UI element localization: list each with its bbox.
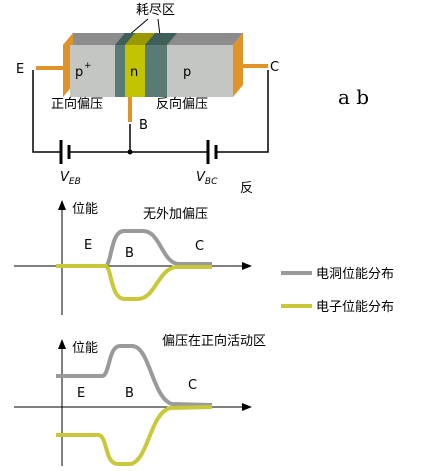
top-electron-curve [56, 264, 212, 301]
bottom-chart-title: 偏压在正向活动区 [162, 333, 266, 349]
veb-label: VEB [60, 170, 81, 187]
bottom-hole-curve [56, 344, 213, 407]
reverse-mark: 反 [240, 181, 253, 196]
top-region-e: E [84, 238, 92, 253]
bottom-x-arrow [242, 403, 252, 411]
n-top [125, 33, 155, 45]
depletion-right [145, 45, 167, 97]
bottom-electron-curve [56, 405, 213, 466]
top-hole-curve [56, 229, 212, 268]
legend-electron-label: 电子位能分布 [316, 300, 394, 315]
top-axis-label: 位能 [72, 202, 98, 217]
bottom-axis-label: 位能 [72, 341, 98, 356]
emitter-terminal-label: E [16, 62, 24, 77]
collector-terminal-label: C [270, 60, 279, 75]
ab-text: a b [338, 85, 369, 109]
p-label: p [183, 65, 191, 80]
top-band-chart: 位能 无外加偏压 E B C [14, 200, 252, 315]
top-x-arrow [242, 262, 252, 270]
transistor-device: 耗尽区 p + n p E C B 正向偏压 反向偏压 [16, 3, 279, 133]
emitter-wire [32, 70, 60, 153]
top-region-b: B [125, 246, 134, 261]
collector-contact [233, 33, 243, 97]
p-plus-label: p [75, 65, 83, 80]
forward-bias-label: 正向偏压 [51, 96, 103, 112]
base-junction-dot [127, 149, 133, 155]
depletion-left [115, 45, 125, 97]
vbc-label: VBC [196, 170, 218, 187]
bottom-region-c: C [188, 378, 197, 393]
bottom-region-b: B [125, 386, 134, 401]
p-plus-region [70, 45, 115, 97]
collector-wire [216, 70, 269, 153]
top-chart-title: 无外加偏压 [143, 207, 208, 222]
reverse-bias-label: 反向偏压 [156, 96, 208, 112]
bias-circuit [32, 70, 269, 164]
bottom-y-arrow [58, 339, 66, 349]
p-region [167, 45, 233, 97]
top-region-c: C [195, 239, 204, 254]
depletion-label: 耗尽区 [136, 3, 175, 18]
base-terminal-label: B [139, 118, 148, 133]
n-label: n [130, 65, 138, 80]
legend-hole-label: 电洞位能分布 [316, 267, 394, 282]
legend: 电洞位能分布 电子位能分布 [281, 267, 394, 315]
bottom-region-e: E [77, 386, 85, 401]
p-plus-superscript: + [84, 61, 92, 71]
top-y-arrow [58, 200, 66, 210]
n-region [125, 45, 145, 97]
bottom-band-chart: 位能 偏压在正向活动区 E B C [14, 333, 266, 466]
